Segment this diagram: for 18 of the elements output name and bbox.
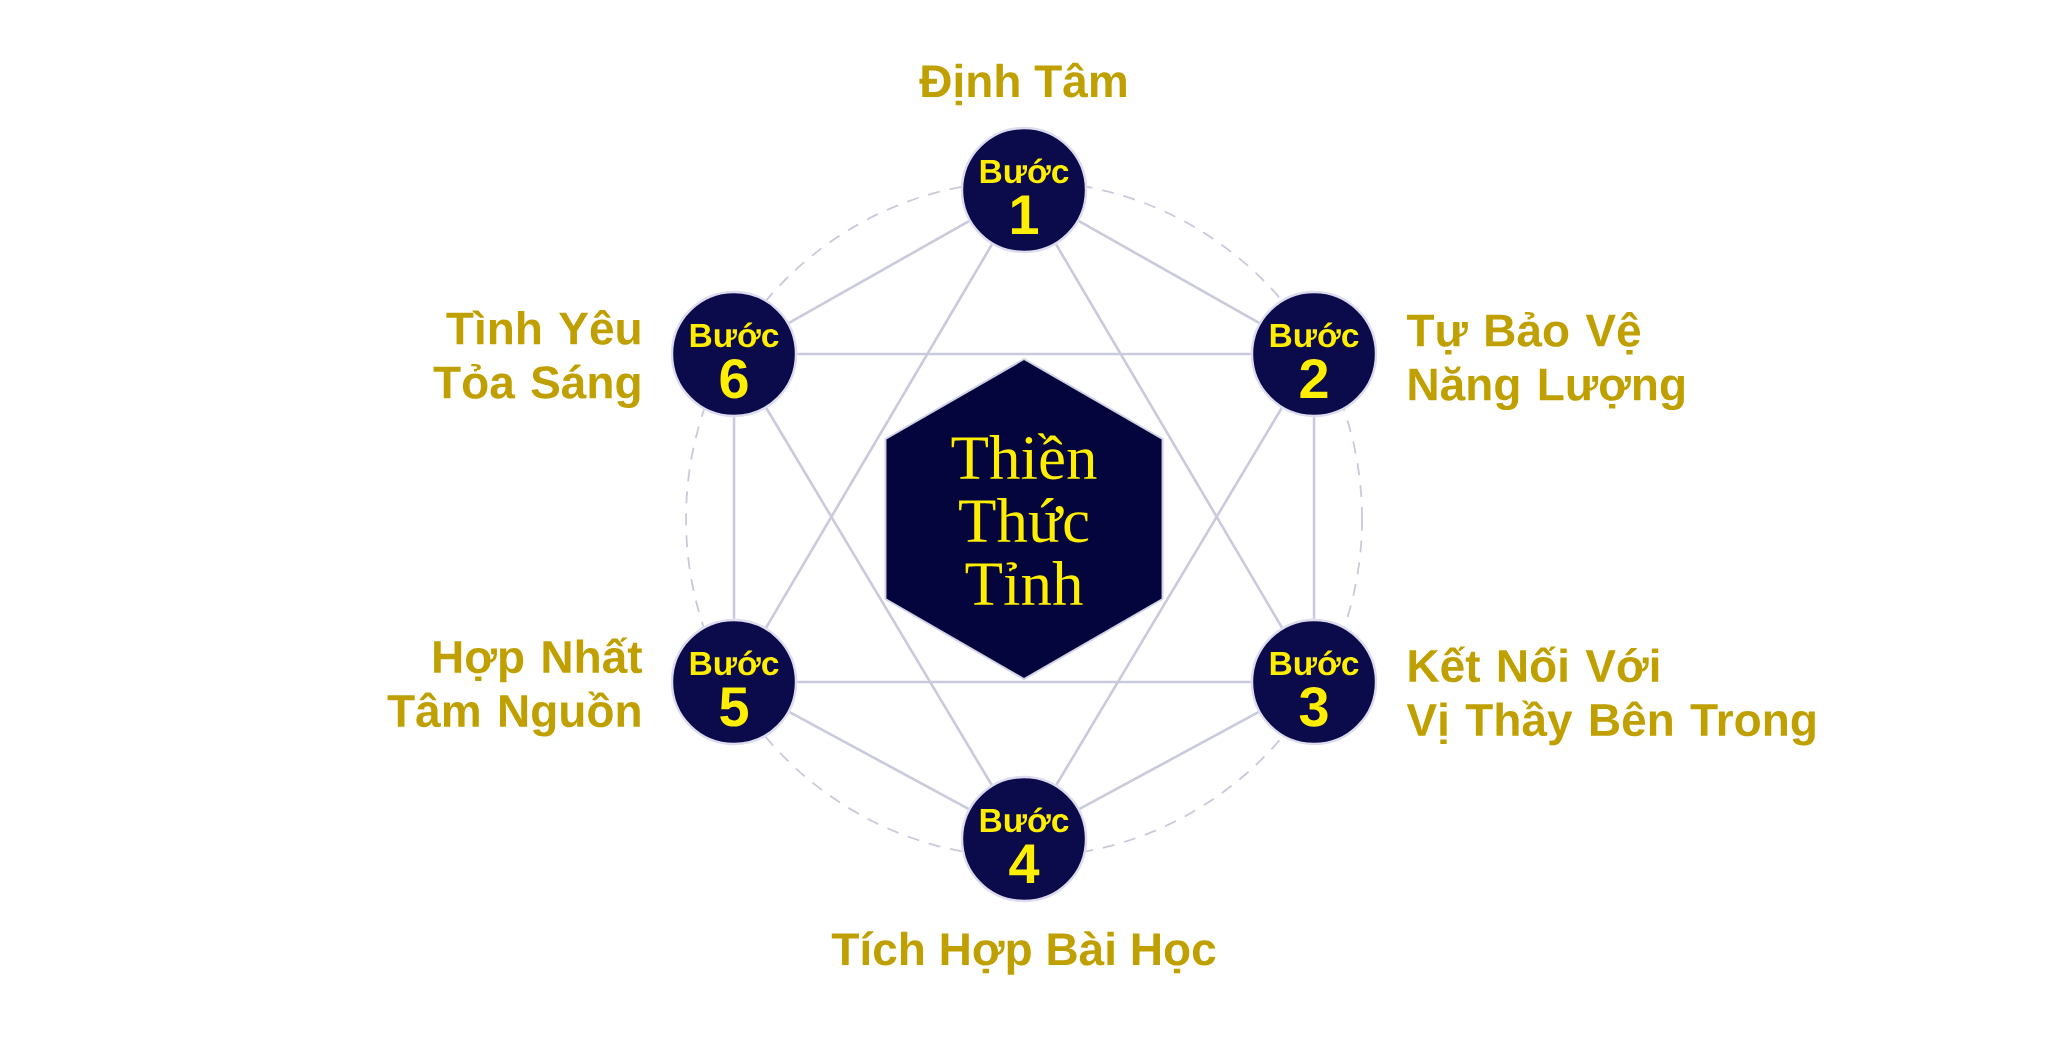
connector-line — [732, 417, 736, 619]
connector-line — [765, 407, 993, 786]
step-label: Tích Hợp Bài Học — [831, 931, 1216, 975]
step-label: Hợp Nhất Tâm Nguồn — [387, 637, 643, 737]
step-label: Tình Yêu Tỏa Sáng — [433, 309, 640, 409]
connector-line — [788, 710, 970, 811]
connector-line — [765, 243, 994, 629]
connector-line — [1078, 219, 1260, 325]
step-label: Tự Bảo Vệ Năng Lượng — [1406, 311, 1684, 411]
connector-line — [1055, 243, 1284, 629]
step-label: Định Tâm — [919, 62, 1126, 106]
connector-line — [797, 680, 1251, 684]
connector-line — [1055, 407, 1283, 786]
connector-line — [1078, 710, 1260, 811]
connector-line — [797, 352, 1251, 356]
connector-line — [1312, 417, 1316, 619]
connector-line — [788, 219, 970, 325]
step-label: Kết Nối Với Vị Thầy Bên Trong — [1406, 646, 1815, 746]
